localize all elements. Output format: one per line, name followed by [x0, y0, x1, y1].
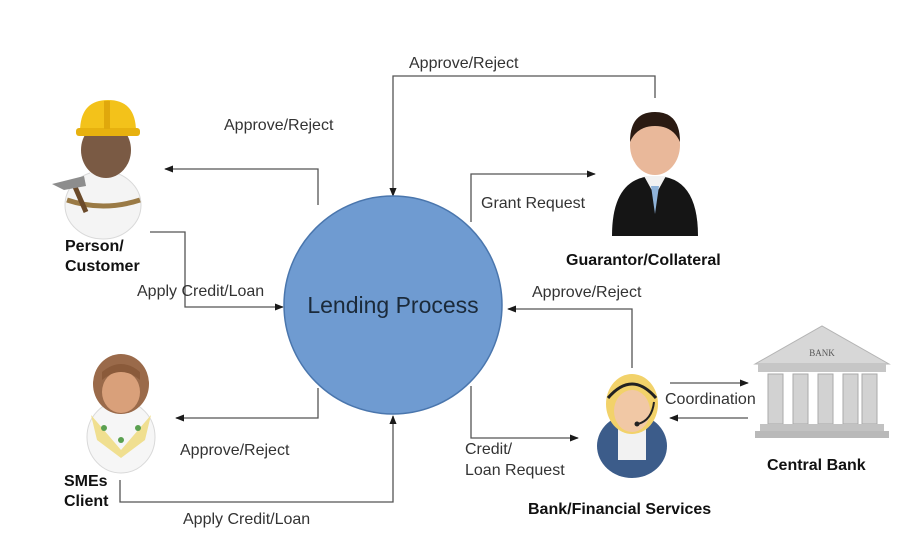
- label-coordination: Coordination: [665, 391, 756, 408]
- central-bank-icon: [753, 325, 891, 438]
- person-customer-icon: [52, 100, 142, 240]
- label-apply-credit-smes: Apply Credit/Loan: [183, 511, 310, 528]
- arrow-approve-to-smes: [175, 388, 319, 422]
- smes-client-label-line2: Client: [64, 493, 109, 510]
- label-credit-request-line1: Credit/: [465, 441, 513, 458]
- person-customer-label-line1: Person/: [65, 238, 124, 255]
- label-approve-reject-bank: Approve/Reject: [532, 284, 642, 301]
- arrow-guarantor-approve: [389, 75, 656, 197]
- arrow-smes-apply: [119, 415, 397, 503]
- person-customer-label-line2: Customer: [65, 258, 140, 275]
- label-approve-reject-smes: Approve/Reject: [180, 442, 290, 459]
- connectors: [119, 75, 749, 503]
- guarantor-label: Guarantor/Collateral: [566, 252, 721, 269]
- label-grant-request: Grant Request: [481, 195, 586, 212]
- label-approve-reject-person: Approve/Reject: [224, 117, 334, 134]
- lending-process-label: Lending Process: [307, 292, 478, 318]
- central-bank-label: Central Bank: [767, 457, 866, 474]
- arrow-bank-approve: [507, 305, 633, 368]
- label-approve-reject-top: Approve/Reject: [409, 55, 519, 72]
- label-credit-request-line2: Loan Request: [465, 462, 565, 479]
- bank-financial-services-label: Bank/Financial Services: [528, 501, 711, 518]
- arrow-approve-to-person: [164, 165, 319, 205]
- smes-client-label-line1: SMEs: [64, 473, 108, 490]
- arrow-credit-request: [470, 386, 579, 442]
- arrow-person-apply: [150, 231, 284, 311]
- smes-client-icon: [86, 354, 156, 474]
- label-apply-credit-person: Apply Credit/Loan: [137, 283, 264, 300]
- arrow-grant-request: [470, 170, 596, 222]
- central-bank-building-text: BANK: [809, 348, 835, 358]
- bank-financial-services-icon: [597, 374, 667, 478]
- guarantor-icon: [612, 112, 698, 236]
- lending-process-circle: [283, 195, 503, 415]
